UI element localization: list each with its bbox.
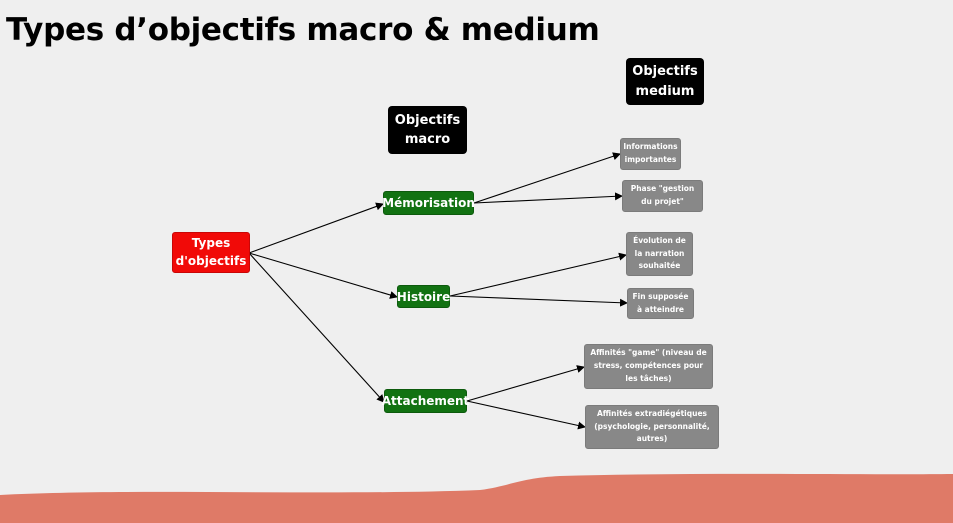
- node-memorisation: Mémorisation: [382, 191, 475, 215]
- page-title: Types d’objectifs macro & medium: [6, 12, 600, 48]
- node-histoire: Histoire: [397, 285, 450, 308]
- node-types-objectifs: Types d'objectifs: [172, 232, 250, 273]
- node-attachement: Attachement: [382, 389, 469, 413]
- node-affinites-game: Affinités "game" (niveau de stress, comp…: [584, 344, 713, 389]
- node-informations-importantes: Informations importantes: [620, 138, 681, 170]
- header-objectifs-medium: Objectifs medium: [626, 58, 704, 105]
- node-evolution-narration: Évolution de la narration souhaitée: [626, 232, 693, 276]
- header-objectifs-macro: Objectifs macro: [388, 106, 467, 154]
- node-phase-gestion-projet: Phase "gestion du projet": [622, 180, 703, 212]
- node-affinites-extradiegetiques: Affinités extradiégétiques (psychologie,…: [585, 405, 719, 449]
- node-fin-supposee: Fin supposée à atteindre: [627, 288, 694, 319]
- decorative-wave: [0, 473, 953, 523]
